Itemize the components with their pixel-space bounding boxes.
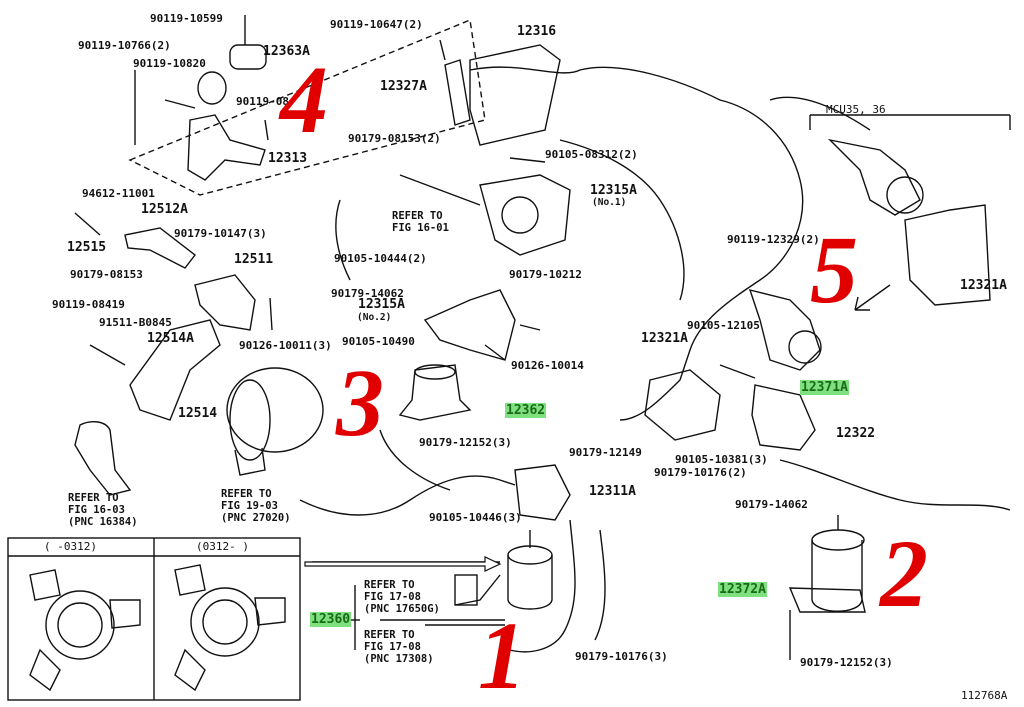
mount-12360-shape bbox=[507, 545, 553, 565]
label-90119-10766: 90119-10766(2) bbox=[78, 39, 171, 52]
label-12316: 12316 bbox=[517, 24, 557, 39]
mount-12363a-shape bbox=[229, 44, 267, 70]
bracket-12511-shape bbox=[194, 274, 256, 331]
engine-outline bbox=[469, 66, 804, 421]
label-12372a: 12372A bbox=[718, 582, 767, 597]
label-12313: 12313 bbox=[268, 151, 308, 166]
mount-12371a-shape bbox=[748, 289, 821, 371]
marker-5: 5 bbox=[810, 216, 858, 323]
label-90119-08: 90119-08 bbox=[236, 95, 289, 108]
marker-1: 1 bbox=[478, 602, 526, 707]
label-no2: (No.2) bbox=[357, 312, 392, 323]
label-90105-10444: 90105-10444(2) bbox=[334, 252, 427, 265]
inset-arrow bbox=[304, 556, 502, 572]
label-90105-10381: 90105-10381(3) bbox=[675, 453, 768, 466]
marker-4: 4 bbox=[280, 46, 328, 153]
label-90105-08312: 90105-08312(2) bbox=[545, 148, 638, 161]
alternator-shape bbox=[226, 367, 324, 453]
label-12315a-no2: 12315A bbox=[358, 297, 405, 312]
label-12363a: 12363A bbox=[263, 44, 310, 59]
label-12512a: 12512A bbox=[141, 202, 188, 217]
mount-12362-shape bbox=[398, 364, 472, 421]
bracket-12315a-no2-shape bbox=[423, 289, 516, 361]
label-90119-08419: 90119-08419 bbox=[52, 298, 125, 311]
label-90179-10176-3: 90179-10176(3) bbox=[575, 650, 668, 663]
inset-left-range: ( -0312) bbox=[44, 540, 97, 553]
label-90119-10820: 90119-10820 bbox=[133, 57, 206, 70]
label-90179-14062-a: 90179-14062 bbox=[331, 287, 404, 300]
marker-3: 3 bbox=[336, 349, 384, 456]
mount-12372a-shape bbox=[811, 529, 865, 551]
bracket-12322-shape bbox=[751, 384, 816, 451]
label-90179-10212: 90179-10212 bbox=[509, 268, 582, 281]
label-12322: 12322 bbox=[836, 426, 876, 441]
refer-fig-16-03: REFER TO FIG 16-03 (PNC 16384) bbox=[68, 492, 138, 528]
label-90179-14062-b: 90179-14062 bbox=[735, 498, 808, 511]
bracket-12311a-shape bbox=[514, 464, 571, 521]
label-12362: 12362 bbox=[505, 403, 547, 418]
label-91511-b0845: 91511-B0845 bbox=[99, 316, 172, 329]
label-90179-12149: 90179-12149 bbox=[569, 446, 642, 459]
refer-fig-17-08-b: REFER TO FIG 17-08 (PNC 17308) bbox=[364, 629, 434, 665]
label-90179-12152-a: 90179-12152(3) bbox=[419, 436, 512, 449]
label-12371a: 12371A bbox=[800, 380, 849, 395]
label-90179-10176-2: 90179-10176(2) bbox=[654, 466, 747, 479]
bracket-12514-shape bbox=[129, 319, 221, 421]
label-90179-10147: 90179-10147(3) bbox=[174, 227, 267, 240]
inset-right-range: (0312- ) bbox=[196, 540, 249, 553]
label-90126-10014: 90126-10014 bbox=[511, 359, 584, 372]
bracket-12313-shape bbox=[187, 114, 266, 181]
label-12514: 12514 bbox=[178, 406, 218, 421]
bracket-12512a-shape bbox=[124, 227, 196, 269]
mount-mcu-shape bbox=[827, 138, 921, 216]
label-12321a-upper: 12321A bbox=[960, 278, 1007, 293]
label-12321a-lower: 12321A bbox=[641, 331, 688, 346]
label-12511: 12511 bbox=[234, 252, 274, 267]
label-90105-10490: 90105-10490 bbox=[342, 335, 415, 348]
bushing-shape bbox=[197, 71, 227, 105]
label-90119-12329: 90119-12329(2) bbox=[727, 233, 820, 246]
bracket-12321a-upper-shape bbox=[904, 204, 991, 306]
label-mcu: MCU35, 36 bbox=[826, 103, 886, 116]
label-90179-08153-2: 90179-08153(2) bbox=[348, 132, 441, 145]
label-12515: 12515 bbox=[67, 240, 107, 255]
label-90179-12152-b: 90179-12152(3) bbox=[800, 656, 893, 669]
label-90126-10011: 90126-10011(3) bbox=[239, 339, 332, 352]
refer-fig-17-08-a: REFER TO FIG 17-08 (PNC 17650G) bbox=[364, 579, 440, 615]
marker-2: 2 bbox=[880, 520, 928, 627]
shield-12316-shape bbox=[469, 44, 561, 146]
label-90105-10446: 90105-10446(3) bbox=[429, 511, 522, 524]
label-12360: 12360 bbox=[310, 612, 352, 627]
figure-id: 112768A bbox=[961, 689, 1008, 702]
label-no1: (No.1) bbox=[592, 197, 627, 208]
label-12315a-no1: 12315A bbox=[590, 183, 637, 198]
label-12514a: 12514A bbox=[147, 331, 194, 346]
label-12311a: 12311A bbox=[589, 484, 636, 499]
bracket-12321a-lower-shape bbox=[644, 369, 721, 441]
label-90179-08153: 90179-08153 bbox=[70, 268, 143, 281]
label-90119-10647: 90119-10647(2) bbox=[330, 18, 423, 31]
bracket-12315a-no1-shape bbox=[479, 174, 571, 256]
label-90105-12105: 90105-12105 bbox=[687, 319, 760, 332]
label-94612-11001: 94612-11001 bbox=[82, 187, 155, 200]
label-90119-10599: 90119-10599 bbox=[150, 12, 223, 25]
refer-fig-16-01: REFER TO FIG 16-01 bbox=[392, 210, 449, 234]
refer-fig-19-03: REFER TO FIG 19-03 (PNC 27020) bbox=[221, 488, 291, 524]
label-12327a: 12327A bbox=[380, 79, 427, 94]
